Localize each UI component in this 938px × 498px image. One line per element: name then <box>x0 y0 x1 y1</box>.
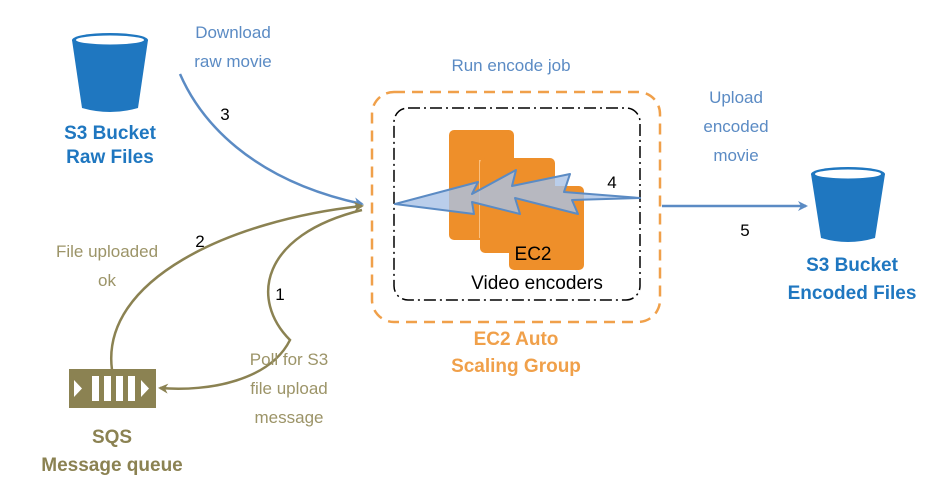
step-1-number: 1 <box>275 285 284 304</box>
download-label-2: raw movie <box>194 52 271 71</box>
ec2-label: EC2 <box>515 244 552 265</box>
poll-label-2: file upload <box>250 379 328 398</box>
poll-label-1: Poll for S3 <box>250 350 328 369</box>
download-arrow <box>178 73 364 208</box>
upload-label-3: movie <box>713 146 758 165</box>
poll-arrow <box>158 208 363 394</box>
step-4-number: 4 <box>607 173 616 192</box>
s3-encoded-title: S3 Bucket <box>806 255 899 276</box>
s3-raw-bucket-icon <box>72 33 148 112</box>
sqs-title: SQS <box>92 427 132 448</box>
asg-subtitle: Scaling Group <box>451 356 581 377</box>
download-label-1: Download <box>195 23 271 42</box>
sqs-queue-icon <box>69 369 156 408</box>
video-encoders-box <box>393 107 641 301</box>
poll-label-3: message <box>255 408 324 427</box>
asg-title: EC2 Auto <box>474 329 559 350</box>
upload-label-1: Upload <box>709 88 763 107</box>
s3-raw-title: S3 Bucket <box>64 123 157 144</box>
step-3-number: 3 <box>220 105 229 124</box>
step-5-number: 5 <box>740 221 749 240</box>
s3-raw-subtitle: Raw Files <box>66 147 154 168</box>
s3-encoded-bucket-icon <box>811 167 885 242</box>
upload-label-2: encoded <box>703 117 768 136</box>
sqs-subtitle: Message queue <box>41 455 183 476</box>
s3-encoded-subtitle: Encoded Files <box>788 283 917 304</box>
file-uploaded-label-1: File uploaded <box>56 242 158 261</box>
run-encode-job-label: Run encode job <box>451 56 570 75</box>
lightning-icon <box>394 169 641 215</box>
video-encoders-caption: Video encoders <box>471 273 603 294</box>
file-uploaded-arrow <box>109 201 364 371</box>
auto-scaling-group-box <box>370 90 662 324</box>
step-2-number: 2 <box>195 232 204 251</box>
file-uploaded-label-2: ok <box>98 271 116 290</box>
